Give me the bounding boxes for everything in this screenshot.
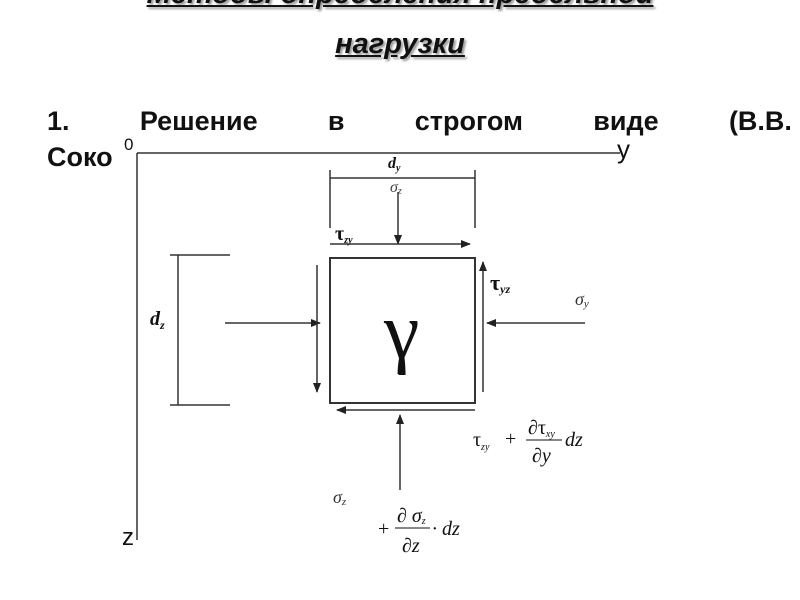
sigma-z-bottom-label: σ <box>333 487 343 507</box>
svg-text:τzy: τzy <box>335 223 353 246</box>
sigma-y-label: σ <box>575 289 585 309</box>
body-word: строгом <box>414 106 524 136</box>
svg-text:σz: σz <box>390 179 402 197</box>
svg-text:τyz: τyz <box>490 270 510 296</box>
gamma-symbol: γ <box>383 288 419 376</box>
tau-yz-label: τ <box>490 270 500 295</box>
svg-text:σz: σz <box>333 487 347 508</box>
body-word: в <box>327 106 345 136</box>
bottom-shear-formula: τzy + ∂τxy ∂y dz <box>473 417 583 467</box>
dy-label: d <box>388 155 397 172</box>
body-text-line2: Соко <box>47 142 113 172</box>
svg-text:dz: dz <box>150 308 165 332</box>
body-text-line1: 1. Решение в строгом виде (В.В. <box>47 106 792 137</box>
slide-title-line1: Методы определения предельной <box>0 0 800 11</box>
slide-title-line2: нагрузки <box>335 28 465 60</box>
body-word: (В.В. <box>728 106 792 136</box>
origin-label: 0 <box>124 135 133 154</box>
svg-text:σy: σy <box>575 289 589 310</box>
svg-text:∂y: ∂y <box>532 445 551 467</box>
y-axis-label: y <box>617 134 630 164</box>
sigma-z-top-label: σ <box>390 179 399 196</box>
svg-text:∂z: ∂z <box>402 535 420 557</box>
svg-text:τzy: τzy <box>473 429 490 453</box>
svg-text:+: + <box>505 428 516 450</box>
body-word: виде <box>593 106 659 136</box>
svg-text:+: + <box>378 518 389 540</box>
body-word: Решение <box>139 106 258 136</box>
svg-text:dz: dz <box>565 429 583 451</box>
bottom-normal-formula: + ∂ σz ∂z · dz <box>378 505 460 557</box>
svg-text:∂ σz: ∂ σz <box>397 505 426 527</box>
element-square <box>329 257 476 404</box>
svg-text:dy: dy <box>388 155 401 174</box>
body-word: 1. <box>47 106 70 136</box>
svg-text:· dz: · dz <box>432 518 460 540</box>
svg-text:∂τxy: ∂τxy <box>528 417 555 440</box>
z-axis-label: z <box>122 524 134 551</box>
tau-zy-label: τ <box>335 223 344 245</box>
dz-label: d <box>150 308 161 330</box>
